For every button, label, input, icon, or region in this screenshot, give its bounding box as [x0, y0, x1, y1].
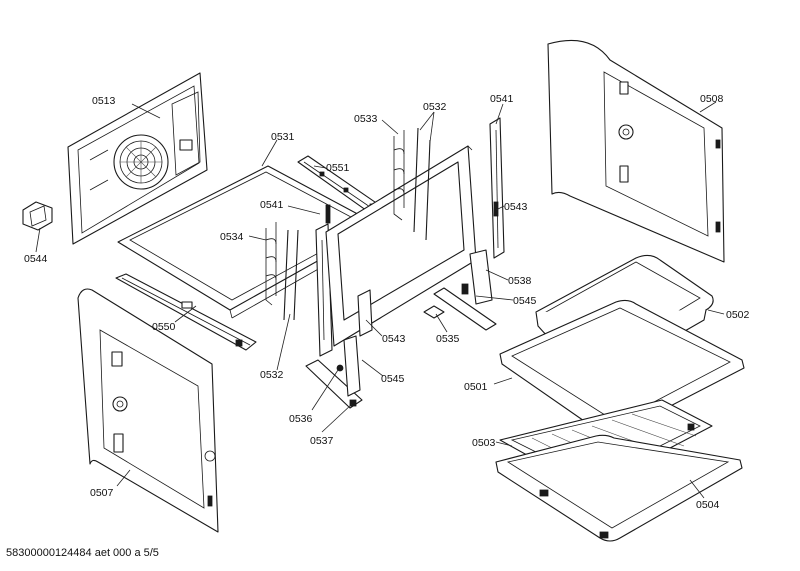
part-bottom-support-right: [433, 249, 497, 331]
label-0536: 0536: [289, 413, 313, 425]
label-0503: 0503: [472, 437, 496, 449]
part-bottom-tray: [495, 434, 743, 542]
part-side-wall-left: [77, 288, 219, 533]
part-rod-left: [283, 229, 299, 321]
part-bracket-middle: [357, 289, 373, 337]
part-wire-support-right: [393, 130, 405, 221]
part-side-wall-right: [547, 39, 725, 263]
label-0533: 0533: [354, 113, 378, 125]
label-0534: 0534: [220, 231, 244, 243]
label-0504: 0504: [696, 499, 720, 511]
part-labels: 0513 0531 0533 0532 0541 0508 0551 0541 …: [24, 93, 750, 511]
part-rear-fan-panel: [67, 72, 208, 245]
part-clip: [22, 201, 53, 231]
drawing-reference-footer: 58300000124484 aet 000 a 5/5: [6, 547, 159, 559]
label-0535: 0535: [436, 333, 460, 345]
part-rod-right: [413, 127, 431, 241]
label-0501: 0501: [464, 381, 488, 393]
label-0541-mid: 0541: [260, 199, 284, 211]
part-bracket-right: [489, 117, 505, 259]
label-0545-right: 0545: [513, 295, 537, 307]
label-0502: 0502: [726, 309, 750, 321]
label-0550: 0550: [152, 321, 176, 333]
leader-lines: [35, 101, 725, 499]
label-0532-bottom: 0532: [260, 369, 284, 381]
part-side-rail: [115, 273, 257, 351]
label-0532-top: 0532: [423, 101, 447, 113]
label-0544: 0544: [24, 253, 48, 265]
label-0543-mid: 0543: [382, 333, 406, 345]
label-0531: 0531: [271, 131, 295, 143]
label-0507: 0507: [90, 487, 114, 499]
part-small-clip: [423, 305, 445, 319]
part-bottom-bracket: [305, 335, 363, 409]
label-0551: 0551: [326, 162, 350, 174]
label-0538: 0538: [508, 275, 532, 287]
label-0541-top: 0541: [490, 93, 514, 105]
label-0508: 0508: [700, 93, 724, 105]
part-wire-support-left: [265, 222, 277, 306]
label-0513: 0513: [92, 95, 116, 107]
label-0543-right: 0543: [504, 201, 528, 213]
label-0545-bottom: 0545: [381, 373, 405, 385]
label-0537: 0537: [310, 435, 334, 447]
part-front-frame: [325, 145, 477, 347]
